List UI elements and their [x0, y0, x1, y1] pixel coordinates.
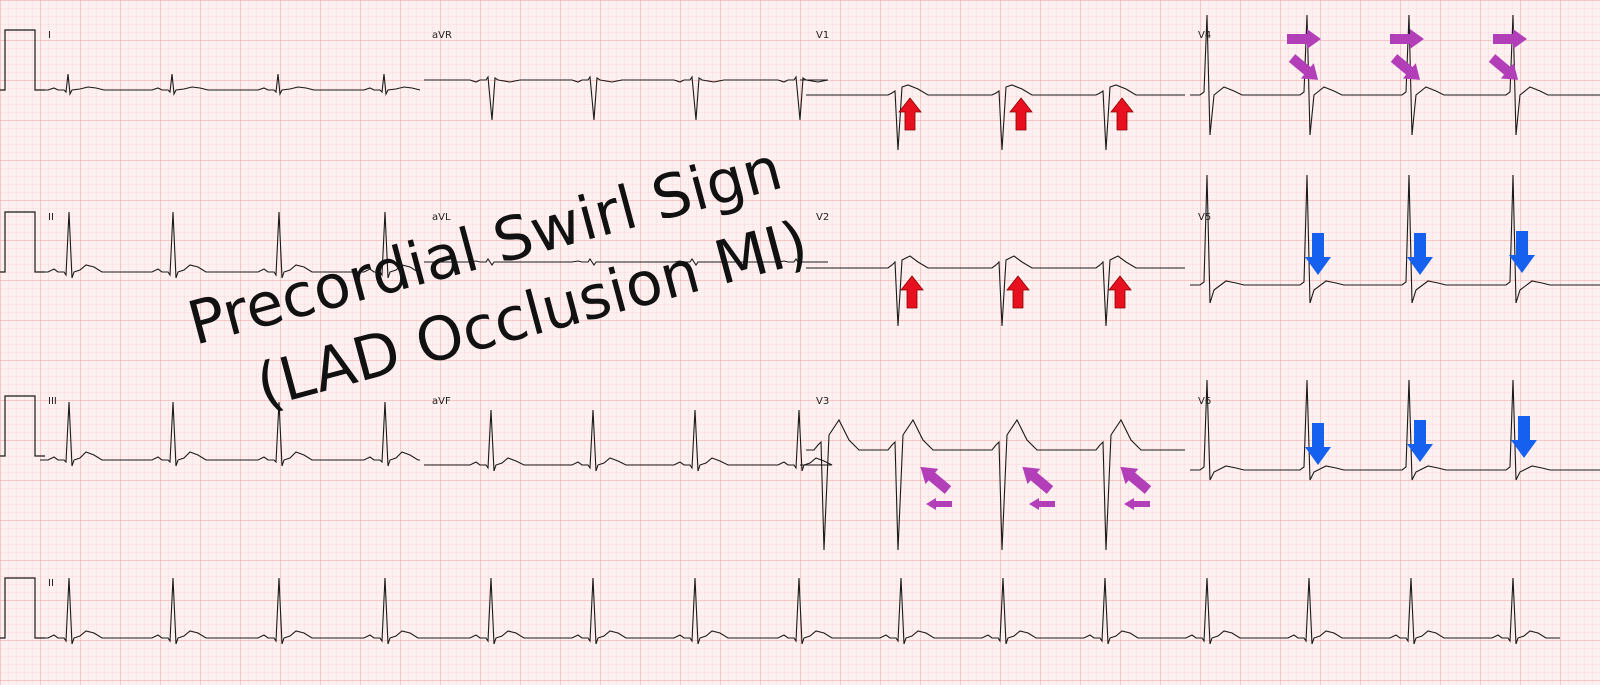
lead-trace-v6	[1190, 379, 1600, 481]
v5-blue-down-arrow-3	[1509, 231, 1535, 273]
v6-blue-down-arrow-2	[1407, 420, 1433, 462]
v5-blue-down-arrow-1	[1305, 233, 1331, 275]
calibration-pulse-row2	[0, 211, 45, 273]
calibration-pulse-row1	[0, 29, 45, 91]
lead-label-v1: V1	[816, 30, 829, 41]
v4-purple-right-arrow-1	[1287, 29, 1321, 49]
v4-purple-diag-arrow-1	[1288, 54, 1319, 80]
lead-trace-avf	[424, 409, 833, 472]
v3-purple-diag-arrow-2	[1022, 466, 1054, 494]
v2-red-up-arrow-1	[900, 275, 924, 309]
lead-trace-i	[40, 73, 421, 96]
v5-blue-down-arrow-2	[1407, 233, 1433, 275]
lead-trace-avr	[424, 75, 829, 121]
v4-purple-right-arrow-3	[1493, 29, 1527, 49]
lead-trace-avl	[424, 258, 828, 266]
v2-red-up-arrow-3	[1108, 275, 1132, 309]
lead-label-v3: V3	[816, 396, 829, 407]
v3-purple-left-arrow-1	[926, 498, 952, 510]
lead-trace-v1	[806, 84, 1185, 151]
v1-red-up-arrow-1	[898, 97, 922, 131]
v1-red-up-arrow-3	[1110, 97, 1134, 131]
lead-trace-rhythm-ii	[40, 577, 1560, 645]
lead-trace-iii	[40, 401, 420, 467]
v3-purple-diag-arrow-3	[1120, 466, 1152, 494]
lead-label-v2: V2	[816, 212, 829, 223]
lead-trace-v3	[806, 418, 1185, 551]
lead-label-v6: V6	[1198, 396, 1211, 407]
v6-blue-down-arrow-1	[1305, 423, 1331, 465]
lead-trace-ii	[40, 211, 420, 279]
v2-red-up-arrow-2	[1006, 275, 1030, 309]
lead-trace-v5	[1190, 174, 1600, 304]
lead-label-avl: aVL	[432, 212, 451, 223]
lead-label-avf: aVF	[432, 396, 451, 407]
lead-label-v4: V4	[1198, 30, 1211, 41]
v4-purple-diag-arrow-3	[1488, 54, 1519, 80]
calibration-pulse-row3	[0, 395, 45, 457]
lead-label-v5: V5	[1198, 212, 1211, 223]
lead-label-rhythm-ii: II	[48, 578, 54, 589]
v6-blue-down-arrow-3	[1511, 416, 1537, 458]
lead-trace-v2	[806, 255, 1185, 327]
lead-label-iii: III	[48, 396, 57, 407]
v3-purple-left-arrow-3	[1124, 498, 1150, 510]
lead-label-ii: II	[48, 212, 54, 223]
v4-purple-diag-arrow-2	[1390, 54, 1421, 80]
v3-purple-diag-arrow-1	[920, 466, 952, 494]
v1-red-up-arrow-2	[1009, 97, 1033, 131]
v3-purple-left-arrow-2	[1029, 498, 1055, 510]
lead-label-i: I	[48, 30, 51, 41]
lead-label-avr: aVR	[432, 30, 452, 41]
annotation-arrows	[898, 29, 1537, 510]
calibration-pulse-row4	[0, 577, 45, 639]
v4-purple-right-arrow-2	[1390, 29, 1424, 49]
